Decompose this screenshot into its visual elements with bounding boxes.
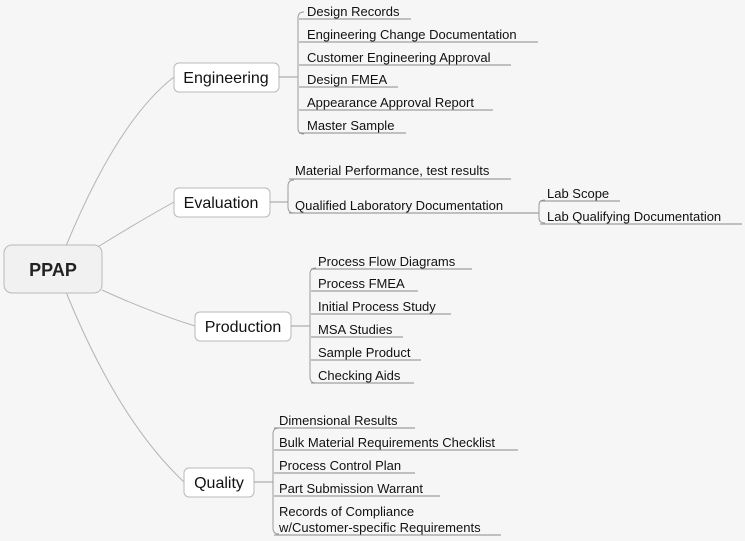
list-item: Master Sample xyxy=(307,118,394,133)
engineering-leaf-connector xyxy=(279,11,305,135)
list-item: Process FMEA xyxy=(318,276,405,291)
lab-leaf-connector xyxy=(538,199,546,224)
list-item: Dimensional Results xyxy=(279,413,398,428)
connector-evaluation xyxy=(95,201,175,249)
topic-evaluation-label: Evaluation xyxy=(184,195,259,212)
list-item: Bulk Material Requirements Checklist xyxy=(279,435,495,450)
production-leaf-connector xyxy=(291,267,317,384)
branch-quality[interactable]: Quality Dimensional Results Bulk Materia… xyxy=(183,413,518,536)
topic-quality-label: Quality xyxy=(194,475,244,492)
quality-items: Dimensional Results Bulk Material Requir… xyxy=(274,413,518,536)
list-item: Process Control Plan xyxy=(279,458,401,473)
list-item: Checking Aids xyxy=(318,368,401,383)
list-item: w/Customer-specific Requirements xyxy=(278,520,481,535)
topic-engineering-label: Engineering xyxy=(183,70,268,87)
connector-production xyxy=(101,289,196,327)
engineering-items: Design Records Engineering Change Docume… xyxy=(299,4,538,134)
list-item: Qualified Laboratory Documentation xyxy=(295,198,503,213)
central-topic-box xyxy=(3,244,103,294)
list-item: Appearance Approval Report xyxy=(307,95,474,110)
list-item: Records of Compliance xyxy=(279,504,414,519)
list-item: Process Flow Diagrams xyxy=(318,254,456,269)
list-item: Initial Process Study xyxy=(318,299,436,314)
branch-evaluation[interactable]: Evaluation Material Performance, test re… xyxy=(173,163,742,225)
list-item: Engineering Change Documentation xyxy=(307,27,517,42)
lab-subitems: Lab Scope Lab Qualifying Documentation xyxy=(540,186,742,225)
quality-leaf-connector xyxy=(254,427,280,535)
connector-engineering xyxy=(65,76,175,247)
branch-engineering[interactable]: Engineering Design Records Engineering C… xyxy=(173,4,538,135)
list-item: Customer Engineering Approval xyxy=(307,50,491,65)
evaluation-items: Material Performance, test results Quali… xyxy=(289,163,539,214)
list-item: Part Submission Warrant xyxy=(279,481,423,496)
central-topic-label: PPAP xyxy=(29,260,77,280)
connector-quality xyxy=(65,291,185,483)
topic-production-label: Production xyxy=(205,319,282,336)
list-item: Sample Product xyxy=(318,345,411,360)
list-item: Lab Qualifying Documentation xyxy=(547,209,721,224)
list-item: Design FMEA xyxy=(307,72,388,87)
list-item: Material Performance, test results xyxy=(295,163,490,178)
branch-production[interactable]: Production Process Flow Diagrams Process… xyxy=(194,254,472,384)
list-item: Design Records xyxy=(307,4,400,19)
central-topic[interactable]: PPAP xyxy=(3,244,103,294)
production-items: Process Flow Diagrams Process FMEA Initi… xyxy=(311,254,472,384)
central-connectors xyxy=(65,76,196,483)
list-item: MSA Studies xyxy=(318,322,393,337)
evaluation-leaf-connector xyxy=(270,179,295,214)
list-item: Lab Scope xyxy=(547,186,609,201)
